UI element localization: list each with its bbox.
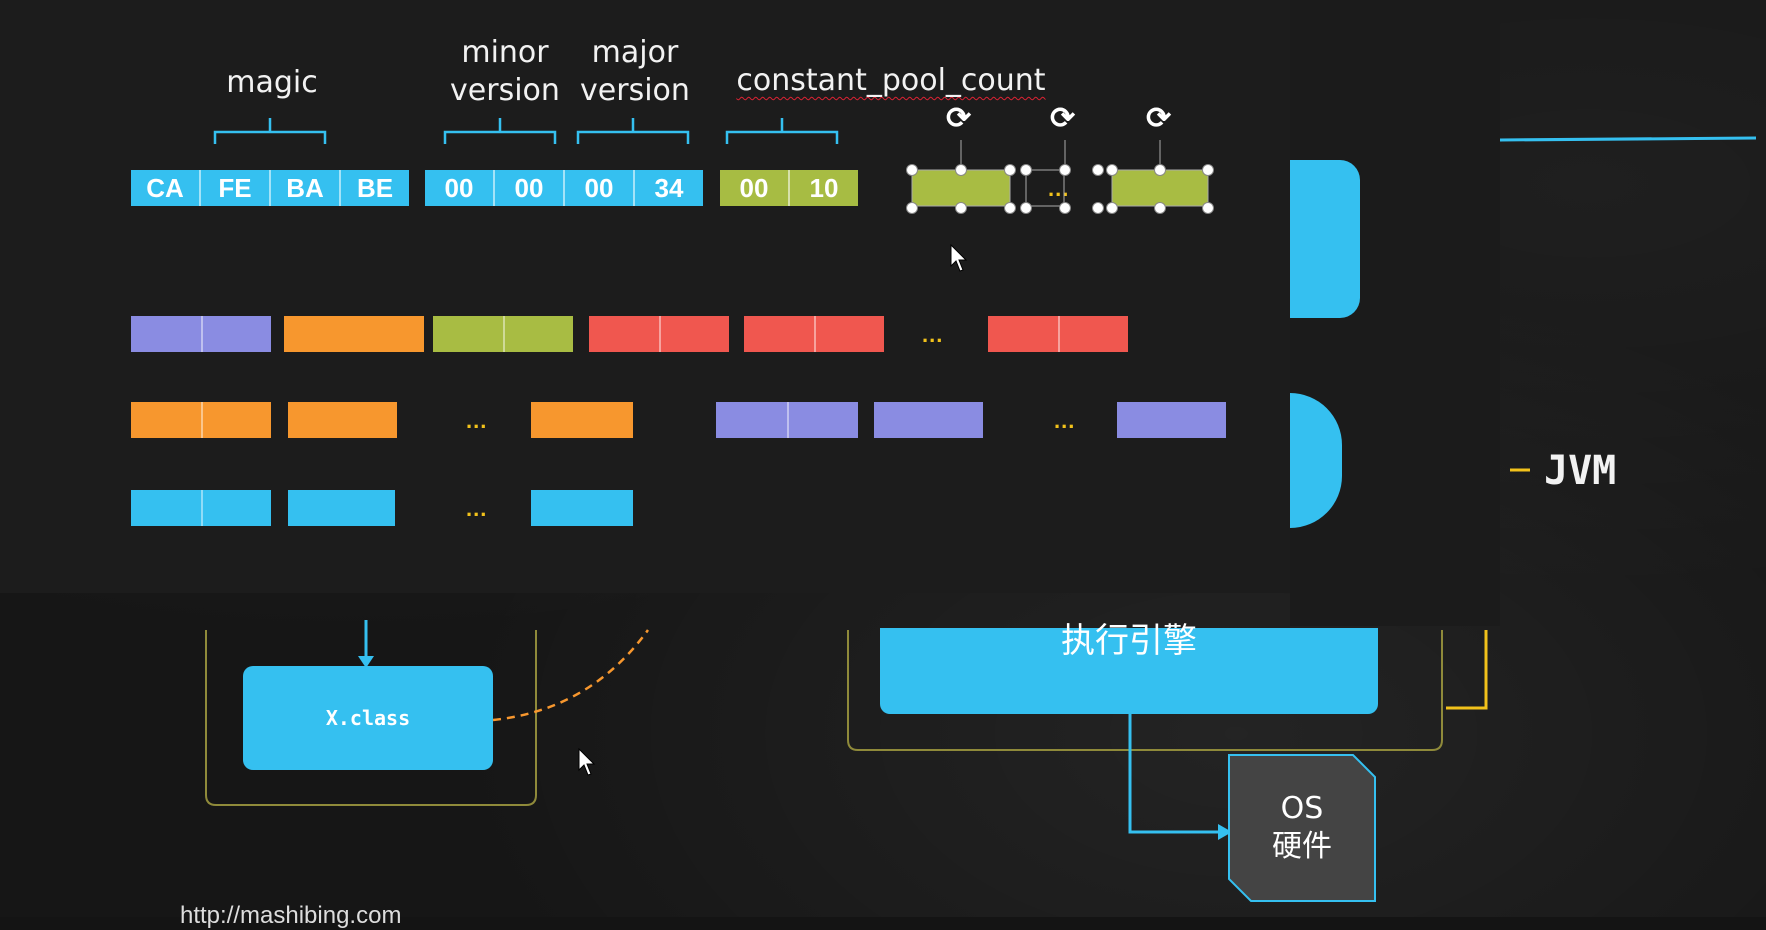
rotate-handle-icon[interactable]: ⟳ [1146,102,1172,135]
resize-handle[interactable] [1154,202,1166,214]
resize-handle[interactable] [1106,202,1118,214]
field-block-blue [131,490,271,526]
field-block-purple [131,316,271,352]
rotate-handle-icon[interactable]: ⟳ [946,102,972,135]
class-file-box: X.class [243,666,493,770]
row3b-ellipsis: ... [1054,408,1076,433]
resize-handle[interactable] [1004,202,1016,214]
major-version-label: major version [580,35,690,108]
constant-pool-count-byte-cell: 00 [720,170,790,206]
constant-pool-count-byte-cell: 10 [790,170,858,206]
field-block-red [589,316,729,352]
field-block-red [744,316,884,352]
minor-version-byte-cell: 00 [495,170,565,206]
resize-handle[interactable] [1020,164,1032,176]
os-box-border [1228,754,1376,902]
hardware-label: 硬件 [1272,829,1332,864]
constant-pool-entry-selected[interactable] [1112,170,1208,206]
magic-label: magic [226,65,318,100]
jvm-label: JVM [1544,448,1617,494]
resize-handle[interactable] [1004,164,1016,176]
resize-handle[interactable] [1092,202,1104,214]
resize-handle[interactable] [1092,164,1104,176]
resize-handle[interactable] [1202,164,1214,176]
field-block-blue [288,490,395,526]
execution-engine-label: 执行引擎 [1061,621,1197,661]
mouse-pointer-icon [578,748,596,776]
rotate-handle-icon[interactable]: ⟳ [1050,102,1076,135]
resize-handle[interactable] [906,164,918,176]
execution-engine-box: 执行引擎 [880,624,1378,714]
field-block-purple [874,402,983,438]
row2-ellipsis: ... [922,322,944,347]
resize-handle[interactable] [1059,202,1071,214]
mouse-pointer-icon [950,244,968,272]
resize-handle[interactable] [906,202,918,214]
field-block-orange [531,402,633,438]
row4-ellipsis: ... [466,496,488,521]
header-braces [213,118,839,144]
constant-pool-count-label: constant_pool_count [736,63,1046,98]
os-label: OS [1280,791,1324,826]
resize-handle[interactable] [1020,202,1032,214]
magic-byte-cell: BA [271,170,341,206]
resize-handle[interactable] [1202,202,1214,214]
field-block-green [433,316,573,352]
field-block-purple [716,402,858,438]
major-version-byte-cell: 34 [635,170,703,206]
resize-handle[interactable] [1059,164,1071,176]
magic-byte-cell: FE [201,170,271,206]
resize-handle[interactable] [1154,164,1166,176]
os-hardware-box: OS 硬件 [1230,756,1374,900]
constant-pool-ellipsis: ... [1048,176,1070,201]
footer-url: http://mashibing.com [180,902,402,929]
row3-ellipsis: ... [466,408,488,433]
field-block-purple [1117,402,1226,438]
field-block-red [988,316,1128,352]
magic-byte-cell: CA [131,170,201,206]
constant-pool-entry-selected[interactable] [912,170,1010,206]
side-top-box-visible [1290,160,1360,318]
minor-version-label: minor version [450,35,560,108]
resize-handle[interactable] [955,164,967,176]
resize-handle[interactable] [955,202,967,214]
field-block-orange [284,316,424,352]
field-block-blue [531,490,633,526]
magic-byte-cell: BE [341,170,409,206]
major-version-byte-cell: 00 [565,170,635,206]
field-block-orange [288,402,397,438]
minor-version-byte-cell: 00 [425,170,495,206]
resize-handle[interactable] [1106,164,1118,176]
field-block-orange [131,402,271,438]
